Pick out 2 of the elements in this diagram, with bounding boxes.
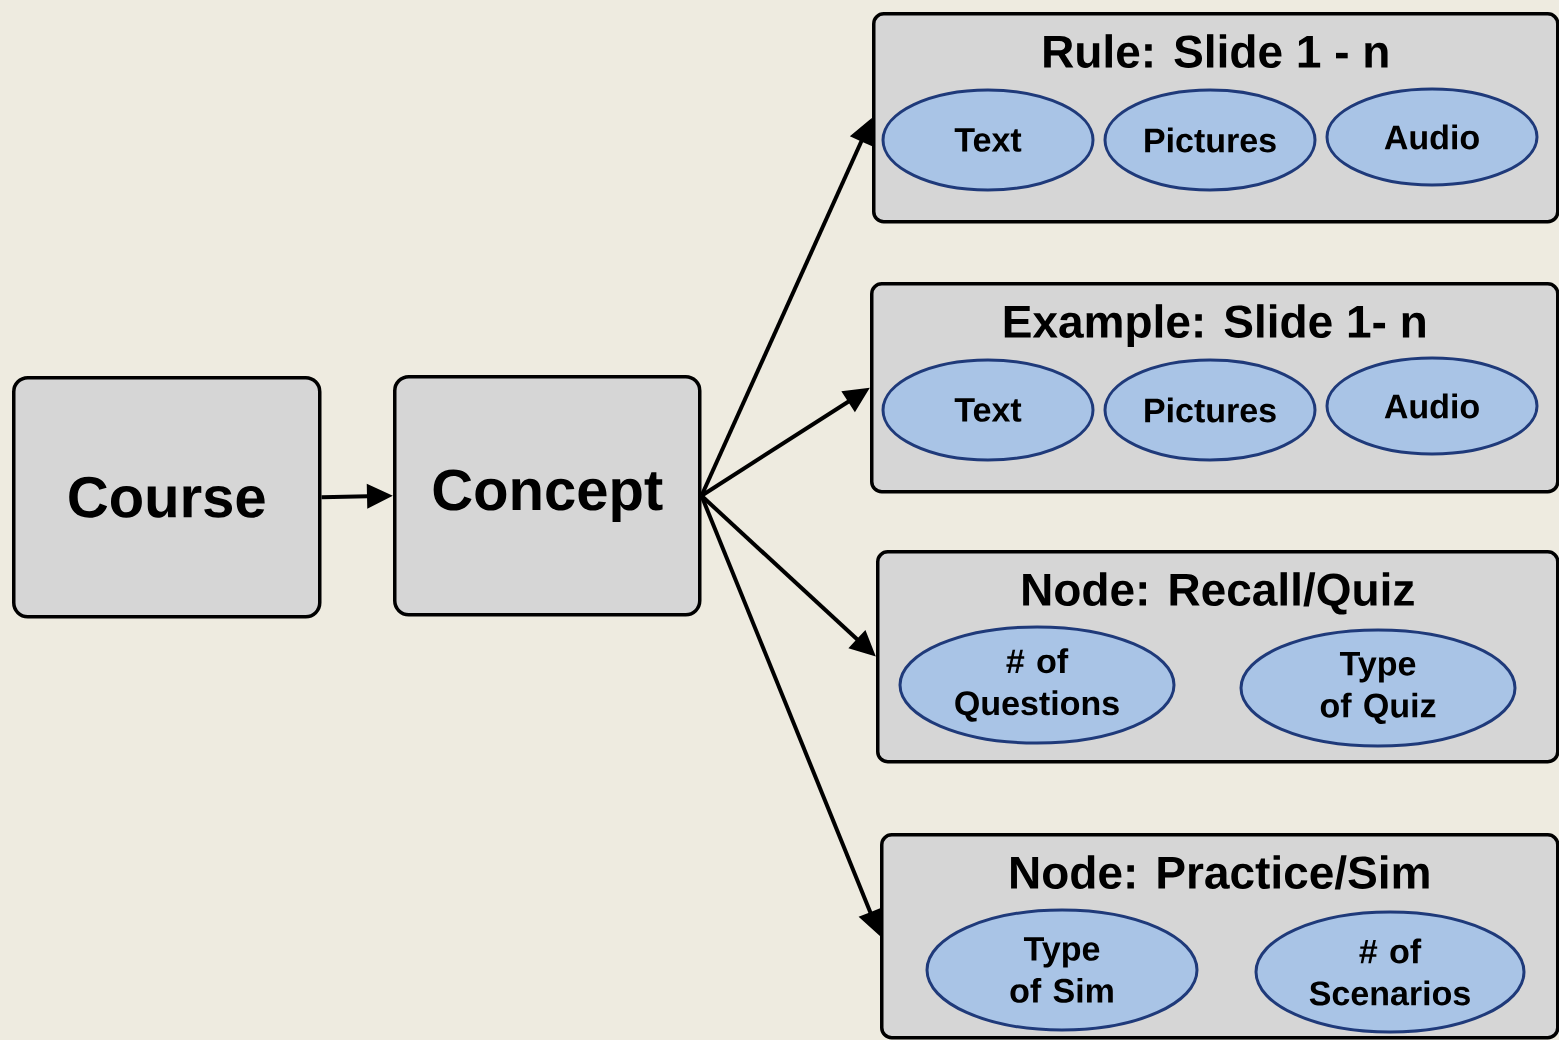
process-box: Course [12,376,322,619]
process-box: Concept [393,375,702,617]
